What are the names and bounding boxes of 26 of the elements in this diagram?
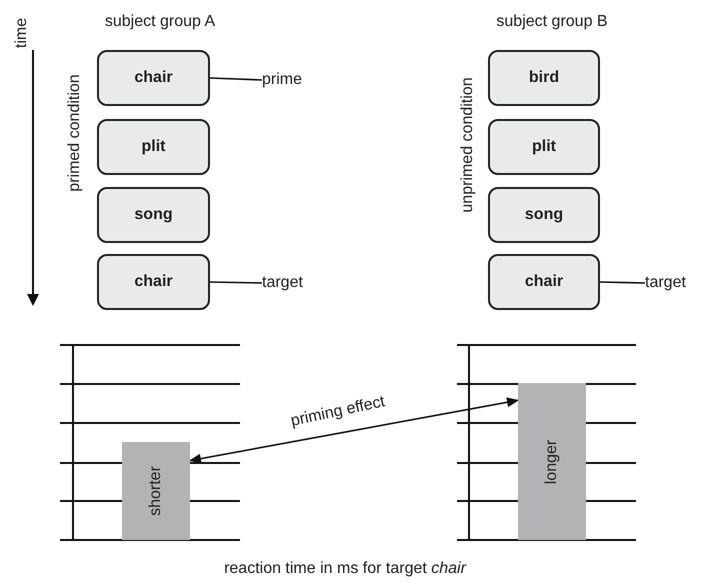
heading-text: subject group A xyxy=(104,13,216,31)
word-card: bird xyxy=(488,50,600,106)
axis-label: primed condition xyxy=(66,74,84,192)
word-card: chair xyxy=(488,254,600,310)
leader-line xyxy=(210,77,262,81)
chart-bar xyxy=(518,383,586,540)
word-card: chair xyxy=(97,254,210,310)
leader-line xyxy=(600,281,646,284)
word-card: song xyxy=(97,187,210,243)
word-card: song xyxy=(488,187,600,243)
callout-text: target xyxy=(262,271,322,295)
leader-line xyxy=(210,281,262,284)
heading-text: reaction time in ms for target chair xyxy=(224,560,466,578)
bar-label: longer xyxy=(543,439,561,484)
arrow xyxy=(189,397,519,464)
chart-bar xyxy=(122,442,190,540)
callout-text: target xyxy=(645,271,705,295)
heading-text: subject group B xyxy=(496,13,608,31)
bar-label: shorter xyxy=(147,466,165,516)
word-card: plit xyxy=(488,119,600,175)
word-card: plit xyxy=(97,119,210,175)
callout-text: prime xyxy=(262,68,318,92)
edge-label: priming effect xyxy=(289,393,387,431)
axis-label: time xyxy=(13,18,31,48)
word-card: chair xyxy=(97,50,210,106)
axis-label: unprimed condition xyxy=(459,77,477,213)
